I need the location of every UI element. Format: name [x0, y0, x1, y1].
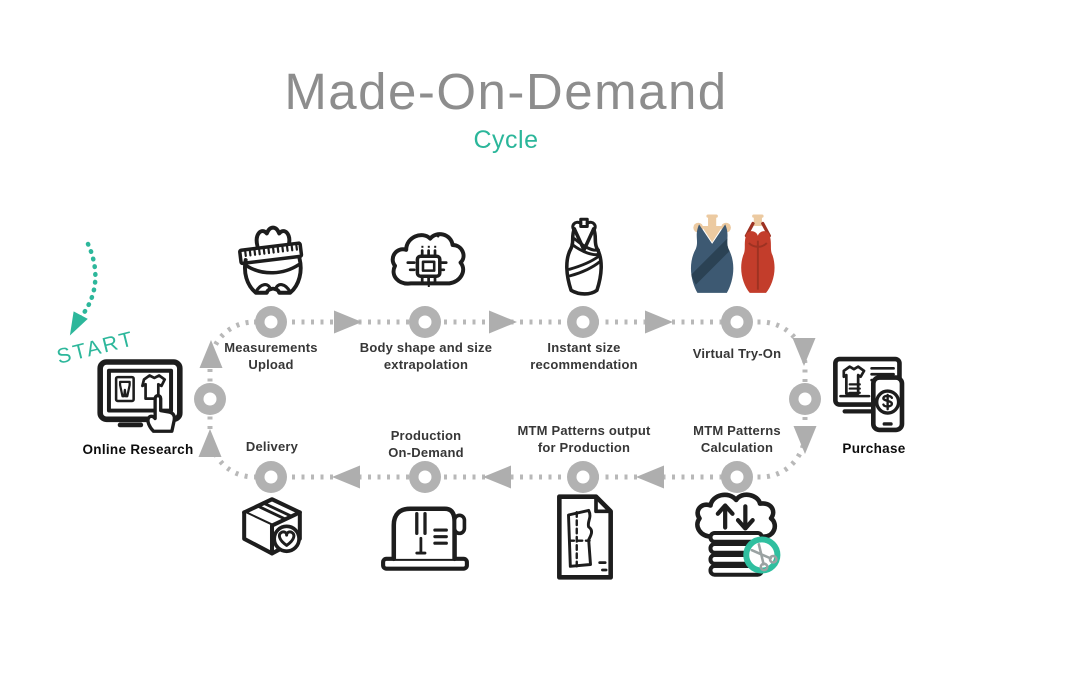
sewing-machine-icon [381, 506, 469, 571]
cloud-chip-icon [390, 232, 466, 287]
flow-arrows [198, 310, 817, 489]
measurements-upload-label: Measurements Upload [224, 340, 318, 372]
delivery-box-icon [242, 497, 302, 556]
page-subtitle: Cycle [473, 126, 539, 154]
instant-size-label: Instant size recommendation [530, 340, 638, 372]
virtual-try-on-label: Virtual Try-On [692, 346, 782, 361]
dress-outline-icon [565, 217, 603, 296]
cloud-scissors-icon [695, 492, 781, 577]
start-arrow-icon [69, 241, 98, 336]
two-dresses-icon [690, 214, 775, 293]
online-research-label: Online Research [82, 442, 194, 457]
monitor-phone-dollar-icon [833, 356, 905, 433]
page-title: Made-On-Demand [284, 63, 728, 120]
step-nodes [194, 306, 821, 493]
mtm-output-label: MTM Patterns output for Production [517, 423, 651, 455]
mtm-calculation-label: MTM Patterns Calculation [693, 423, 781, 455]
measuring-tape-body-icon [238, 225, 304, 295]
production-label: Production On-Demand [388, 428, 464, 460]
online-research-icon [97, 359, 183, 433]
pattern-sheet-icon [557, 494, 613, 580]
delivery-label: Delivery [245, 439, 299, 454]
body-shape-label: Body shape and size extrapolation [359, 340, 493, 372]
purchase-label: Purchase [842, 441, 906, 456]
